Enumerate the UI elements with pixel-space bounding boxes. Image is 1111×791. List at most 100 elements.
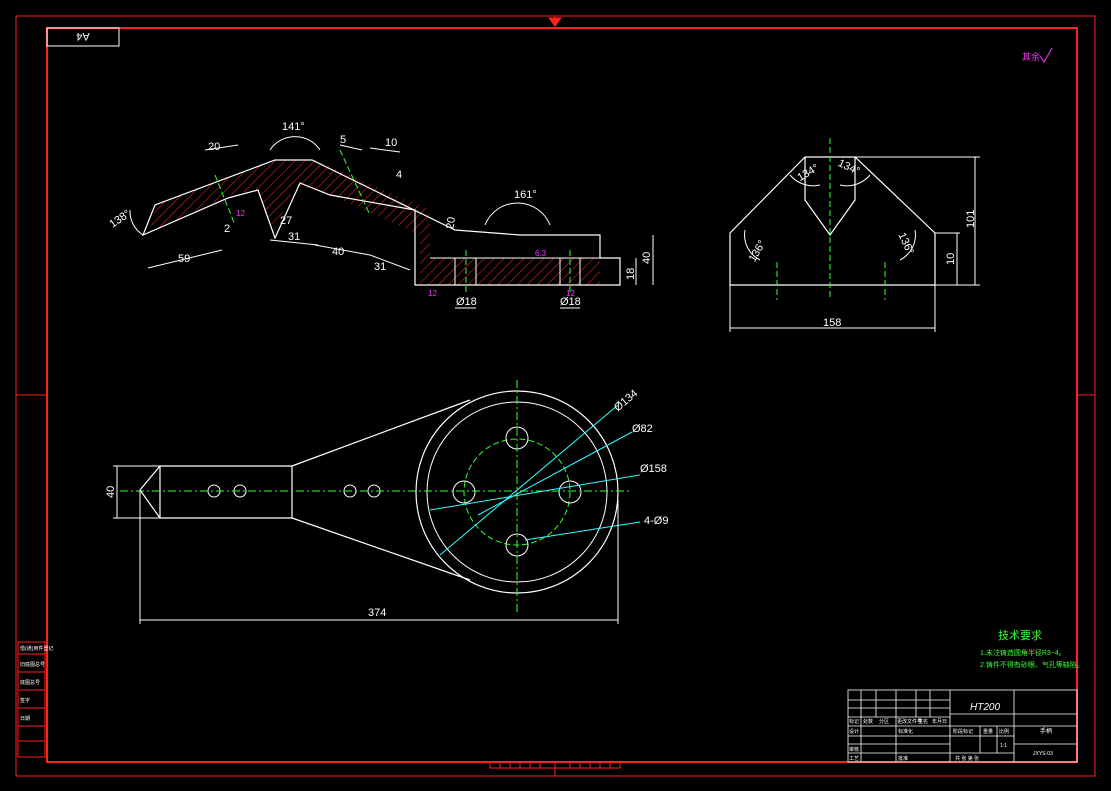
tb-cell-c1: 标记 <box>849 718 859 725</box>
tb-cell-c2: 处数 <box>863 718 873 725</box>
tb-drawing-no: JXYS-03 <box>1033 751 1053 757</box>
roughness-corner-note: 其余 <box>1022 51 1040 62</box>
sheet-frame <box>15 15 1096 777</box>
dim-5-line <box>339 144 363 151</box>
top-dim-w374: 374 <box>368 607 386 619</box>
tb-cell-c10: 重量 <box>983 728 993 735</box>
dim-d18b: Ø18 <box>560 296 581 308</box>
side-dim-h101: 101 <box>965 210 977 228</box>
side-dim-angle-tl: 134° <box>795 162 821 184</box>
roughness-a: 12 <box>236 209 245 218</box>
bottom-scale <box>489 761 621 769</box>
dim-w20-left: 20 <box>208 141 220 153</box>
dim-w40: 40 <box>332 246 344 258</box>
dim-40-line <box>314 244 371 256</box>
dim-59-line <box>147 249 223 269</box>
tb-cell-c11: 比例 <box>999 728 1009 735</box>
notes-line-2: 2.铸件不得有砂眼、气孔等缺陷。 <box>980 660 1084 669</box>
stamp-cell-2: 旧底图总号 <box>20 661 45 668</box>
inner-border <box>46 27 1078 763</box>
dim-w4: 4 <box>396 169 402 181</box>
notes-line-1: 1.未注铸造圆角半径R3~4。 <box>980 648 1066 657</box>
stamp-cell-4: 签字 <box>20 697 30 704</box>
arc-angle-r <box>899 229 916 261</box>
dim-31b-line <box>369 254 411 271</box>
leader-d82 <box>477 431 633 516</box>
dim-h40: 40 <box>641 252 653 264</box>
dim-w59: 59 <box>178 253 190 265</box>
top-hole-w <box>452 480 476 504</box>
notes-title: 技术要求 <box>998 629 1042 642</box>
arc-angle-tl <box>789 174 821 187</box>
arc-angle-left <box>129 209 144 236</box>
leader-d134 <box>439 404 619 556</box>
dim-angle-top: 141° <box>282 121 305 133</box>
tb-cell-c5: 签名 <box>918 718 928 725</box>
dim-31a-line <box>269 239 319 246</box>
top-view: Ø134 Ø82 Ø158 4-Ø9 40 374 <box>105 380 668 624</box>
dim-10-line <box>369 147 401 153</box>
side-dim-angle-l: 136° <box>747 238 769 264</box>
roughness-b: 12 <box>428 289 437 298</box>
arc-angle-tr <box>839 174 871 187</box>
top-dim-holes: 4-Ø9 <box>644 515 668 527</box>
dim-w31a: 31 <box>288 231 300 243</box>
leader-holes <box>524 521 641 541</box>
dim-20-line <box>204 144 239 151</box>
dim-w5: 5 <box>340 134 346 146</box>
roughness-symbol-icon <box>1039 47 1053 63</box>
dim-w27: 27 <box>280 215 292 227</box>
side-dim-h10: 10 <box>945 253 957 265</box>
top-dim-d158: Ø158 <box>640 463 667 475</box>
outer-border <box>15 15 1096 777</box>
tb-cell-c9: 阶段标记 <box>953 728 973 735</box>
tb-material: HT200 <box>970 702 1000 713</box>
dim-w10: 10 <box>385 137 397 149</box>
tb-cell-c13: 工艺 <box>849 756 859 762</box>
dim-angle-right: 161° <box>514 189 537 201</box>
format-label: A4 <box>76 30 89 42</box>
top-hole-e <box>558 480 582 504</box>
format-box <box>46 27 120 47</box>
top-dim-d82: Ø82 <box>632 423 653 435</box>
stamp-cell-1: 借(通)用件登记 <box>20 645 53 652</box>
front-section-hatch <box>150 160 600 285</box>
leader-d158 <box>429 474 641 511</box>
dim-d18a: Ø18 <box>456 296 477 308</box>
top-handle-outline <box>139 399 471 581</box>
dim-angle-left: 138° <box>107 208 133 231</box>
dim-w31b: 31 <box>374 261 386 273</box>
front-view: 138° 141° 161° 20 2 59 27 31 40 31 5 10 … <box>107 121 654 309</box>
front-outline <box>141 159 621 286</box>
arc-angle-l <box>744 229 761 261</box>
tb-cell-c3: 分区 <box>879 718 889 725</box>
roughness-c: 6.3 <box>535 249 547 258</box>
arc-angle-right <box>484 202 551 226</box>
tb-cell-c15: 共 张 第 张 <box>955 755 979 762</box>
tb-cell-c4: 更改文件号 <box>897 718 922 725</box>
tb-cell-c14: 批准 <box>898 755 908 762</box>
arc-angle-top <box>269 136 321 151</box>
side-dim-w158: 158 <box>823 317 841 329</box>
dim-w20-mid: 20 <box>444 216 458 230</box>
title-block <box>847 689 1078 763</box>
front-center-4 <box>339 149 371 216</box>
side-dim-angle-r: 136° <box>895 231 915 257</box>
top-dim-d134: Ø134 <box>612 388 640 414</box>
side-view: 134° 134° 136° 136° 101 10 158 <box>729 138 980 332</box>
stamp-cell-5: 日期 <box>20 716 30 722</box>
technical-notes: 技术要求 1.未注铸造圆角半径R3~4。 2.铸件不得有砂眼、气孔等缺陷。 <box>980 629 1084 669</box>
stamp-cell-3: 底图总号 <box>20 679 40 686</box>
dim-w2: 2 <box>224 223 230 235</box>
tb-cell-c12: 审核 <box>849 746 859 753</box>
tb-cell-c8: 标准化 <box>898 728 913 735</box>
orientation-arrow-top <box>548 17 562 27</box>
tb-cell-c7: 设计 <box>849 728 859 735</box>
tb-scale: 1:1 <box>1000 743 1007 749</box>
side-stamp <box>17 641 46 758</box>
tb-part-name: 手柄 <box>1040 727 1052 735</box>
dim-h18: 18 <box>625 268 637 280</box>
roughness-d: 12 <box>566 289 575 298</box>
tb-cell-c6: 年月日 <box>932 718 947 725</box>
